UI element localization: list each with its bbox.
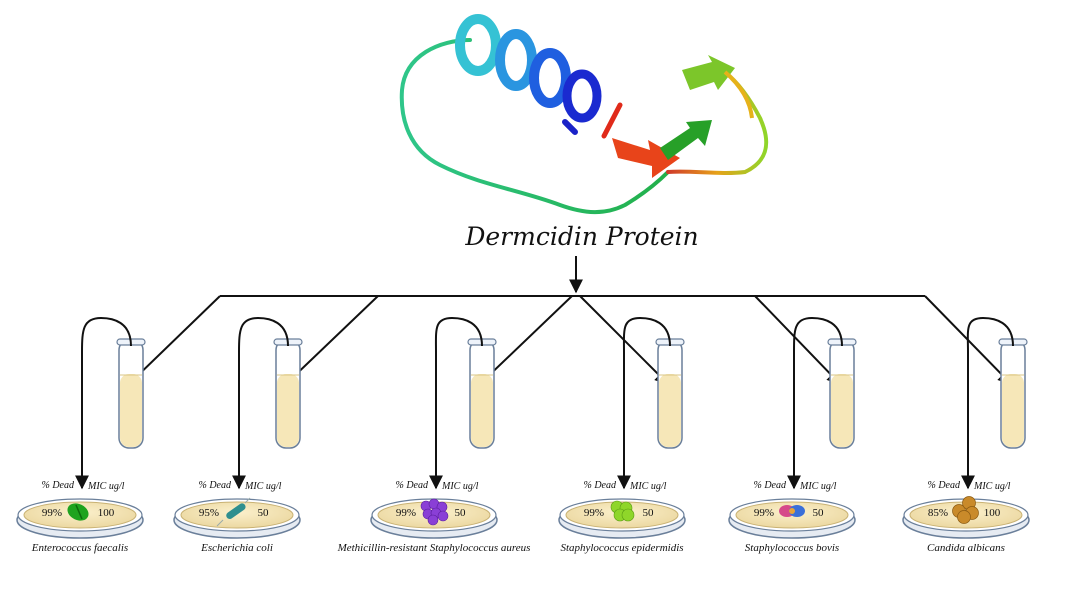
mic-header: MIC ug/l [441, 481, 479, 492]
percent-dead-value: 99% [584, 507, 604, 519]
dead-header: % Dead [754, 480, 787, 491]
mic-header: MIC ug/l [629, 481, 667, 492]
percent-dead-value: 95% [199, 507, 219, 519]
broth-culture [659, 374, 681, 447]
broth-culture [277, 374, 299, 447]
green-capsule-icon [67, 503, 89, 521]
branch-arrow [127, 295, 221, 385]
test-tube [467, 338, 497, 449]
branch-arrow [478, 295, 573, 385]
rod-bacterium-icon [216, 497, 251, 527]
mic-header: MIC ug/l [244, 481, 282, 492]
mic-value: 100 [98, 507, 115, 519]
branch-arrow [284, 295, 379, 385]
agar [180, 501, 294, 529]
branch-arrow [754, 295, 841, 386]
test-tube [116, 338, 146, 449]
organism-name: Escherichia coli [200, 542, 273, 554]
mic-header: MIC ug/l [799, 481, 837, 492]
beta-sheet-arrows [612, 55, 754, 178]
organism-name: Candida albicans [927, 542, 1005, 554]
transfer-arrow [429, 316, 483, 490]
organism-name: Staphylococcus bovis [745, 542, 839, 554]
percent-dead-value: 85% [928, 507, 948, 519]
percent-dead-value: 99% [754, 507, 774, 519]
organism-name: Enterococcus faecalis [31, 542, 128, 554]
broth-culture [120, 374, 142, 447]
broth-culture [1002, 374, 1024, 447]
mic-header: MIC ug/l [87, 481, 125, 492]
mic-value: 50 [643, 507, 655, 519]
yeast-cluster-icon [952, 496, 979, 524]
organism-name: Staphylococcus epidermidis [560, 542, 683, 554]
transfer-arrow [787, 316, 843, 490]
test-tube [998, 338, 1028, 449]
test-tube [273, 338, 303, 449]
alpha-helix [455, 14, 602, 135]
mic-header: MIC ug/l [973, 481, 1011, 492]
dead-header: % Dead [396, 480, 429, 491]
dead-header: % Dead [42, 480, 75, 491]
transfer-arrow [75, 316, 132, 490]
dead-header: % Dead [928, 480, 961, 491]
transfer-arrow [961, 316, 1014, 490]
percent-dead-value: 99% [396, 507, 416, 519]
lime-cluster-icon [610, 500, 635, 522]
percent-dead-value: 99% [42, 507, 62, 519]
purple-cluster-icon [420, 498, 449, 526]
diagram-title: Dermcidin Protein [464, 222, 698, 251]
pink-cluster-icon [779, 505, 805, 517]
petri-dish [728, 498, 856, 539]
test-tube [655, 338, 685, 449]
test-tube [827, 338, 857, 449]
dermcidin-protein-structure [399, 14, 769, 215]
transfer-arrow [232, 316, 289, 490]
mic-value: 50 [258, 507, 270, 519]
dead-header: % Dead [199, 480, 232, 491]
organism-name: Methicillin-resistant Staphylococcus aur… [337, 542, 531, 554]
mic-value: 50 [455, 507, 467, 519]
mic-value: 50 [813, 507, 825, 519]
transfer-arrow [617, 316, 671, 490]
petri-dish [173, 498, 301, 539]
broth-culture [471, 374, 493, 447]
mic-value: 100 [984, 507, 1001, 519]
dead-header: % Dead [584, 480, 617, 491]
broth-culture [831, 374, 853, 447]
organism-column: % Dead MIC ug/l 99% 50Methicillin-resistant… [337, 295, 573, 554]
central-connector [220, 256, 925, 297]
